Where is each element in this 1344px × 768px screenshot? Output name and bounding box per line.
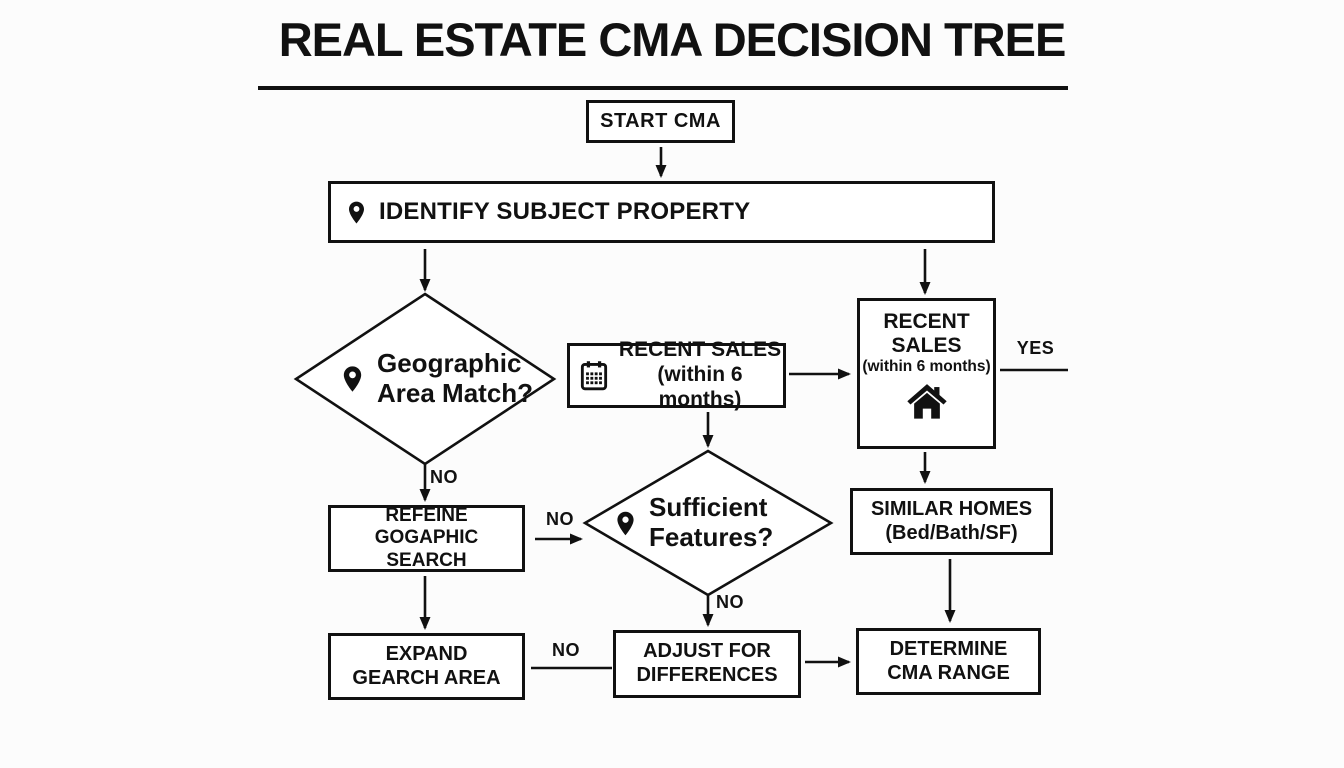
start-cma-label: START CMA <box>600 110 721 132</box>
expand-area-line2: GEARCH AREA <box>352 666 501 689</box>
recent-sales-right-line2: SALES <box>891 334 962 357</box>
recent-sales-center-line1: RECENT SALES <box>618 338 782 362</box>
no-label-expand-to-adjust: NO <box>552 640 580 660</box>
recent-sales-right-node: RECENT SALES (within 6 months) <box>857 298 996 449</box>
adjust-differences-line2: DIFFERENCES <box>636 664 778 686</box>
refine-search-line2: SEARCH <box>386 549 467 571</box>
sufficient-features-label: Sufficient Features? <box>649 492 774 552</box>
expand-search-area-node: EXPAND GEARCH AREA <box>328 633 525 700</box>
yes-label: YES <box>1016 338 1055 358</box>
identify-subject-property-label: IDENTIFY SUBJECT PROPERTY <box>379 198 751 225</box>
recent-sales-center-node: RECENT SALES (within 6 months) <box>567 338 786 411</box>
determine-range-line1: DETERMINE <box>889 637 1008 660</box>
house-icon <box>906 384 947 419</box>
refine-search-line1: REFEINE GOGAPHIC <box>374 504 479 549</box>
geo-area-match-decision: Geographic Area Match? <box>338 341 543 417</box>
identify-subject-property-node: IDENTIFY SUBJECT PROPERTY <box>328 181 995 243</box>
recent-sales-right-line3: (within 6 months) <box>862 358 991 375</box>
no-label-refine-to-features: NO <box>546 509 574 529</box>
geo-match-diamond-shape <box>293 292 557 466</box>
geo-area-match-label: Geographic Area Match? <box>377 348 534 408</box>
location-pin-icon <box>349 201 364 223</box>
adjust-differences-line1: ADJUST FOR <box>643 640 771 663</box>
refine-geographic-search-node: REFEINE GOGAPHIC SEARCH <box>328 505 525 572</box>
location-pin-icon <box>343 366 362 392</box>
similar-homes-line2: (Bed/Bath/SF) <box>885 521 1018 544</box>
start-cma-node: START CMA <box>586 100 735 143</box>
recent-sales-right-line1: RECENT <box>883 310 970 333</box>
no-label-sufficient-features: NO <box>716 592 744 612</box>
page-title: REAL ESTATE CMA DECISION TREE <box>278 13 1067 66</box>
similar-homes-line1: SIMILAR HOMES <box>870 497 1033 520</box>
no-label-geo-match: NO <box>430 467 458 487</box>
location-pin-icon <box>617 511 634 535</box>
determine-range-line2: CMA RANGE <box>887 661 1010 684</box>
expand-area-line1: EXPAND <box>385 642 468 665</box>
determine-cma-range-node: DETERMINE CMA RANGE <box>856 628 1041 695</box>
adjust-for-differences-node: ADJUST FOR DIFFERENCES <box>613 630 801 698</box>
calendar-icon <box>580 361 608 391</box>
sufficient-features-diamond-shape <box>582 449 834 597</box>
similar-homes-node: SIMILAR HOMES (Bed/Bath/SF) <box>850 488 1053 555</box>
recent-sales-center-line2: (within 6 months) <box>657 363 743 411</box>
title-underline <box>258 86 1068 90</box>
sufficient-features-decision: Sufficient Features? <box>612 489 812 557</box>
